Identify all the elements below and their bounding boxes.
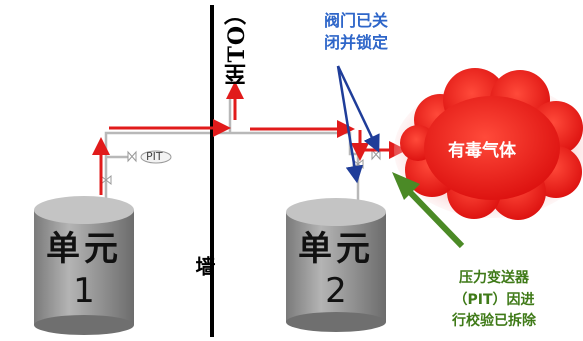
- valve-callout-arrows: [336, 65, 380, 184]
- valve-note-line-2: 闭并锁定: [323, 32, 388, 52]
- pit-note-line-1: 压力变送器: [459, 270, 529, 286]
- pit-instrument-bubble: [140, 150, 172, 164]
- tank-unit-2: [286, 198, 386, 332]
- tank-unit-1: [34, 196, 134, 335]
- tank-1-name: 单元: [46, 229, 122, 269]
- toxic-gas-cloud: [394, 68, 583, 220]
- tank-2-name: 单元: [298, 229, 374, 269]
- tank-1-number: 1: [73, 270, 95, 311]
- pit-callout-arrow: [392, 172, 465, 249]
- pit-note-line-3: 行校验已拆除: [452, 313, 536, 330]
- pit-label: PIT: [146, 150, 163, 163]
- tank-1-label: 单元 1: [34, 229, 134, 311]
- valve-closed-note: 阀门已关 闭并锁定: [300, 10, 412, 53]
- pit-removed-note: 压力变送器 （PIT）因进 行校验已拆除: [410, 268, 578, 333]
- valve-pit-branch: [127, 150, 137, 163]
- flow-arrows: [92, 81, 407, 195]
- wall-label: 墙: [192, 256, 216, 276]
- callout-arrow-to-gas-valve: [336, 65, 380, 153]
- tank-2-label: 单元 2: [286, 229, 386, 311]
- callout-arrow-to-unit2-valve: [336, 65, 364, 184]
- tank-2-number: 2: [325, 270, 347, 311]
- pit-note-line-2: （PIT）因进: [453, 291, 535, 308]
- pipe-unit1-riser: [104, 131, 230, 202]
- destination-label: 至TO）: [224, 2, 250, 86]
- toxic-gas-label: 有毒气体: [448, 141, 516, 161]
- valve-note-line-1: 阀门已关: [323, 11, 388, 30]
- pipe-to-unit2: [230, 131, 358, 156]
- pipe-network: [104, 93, 360, 205]
